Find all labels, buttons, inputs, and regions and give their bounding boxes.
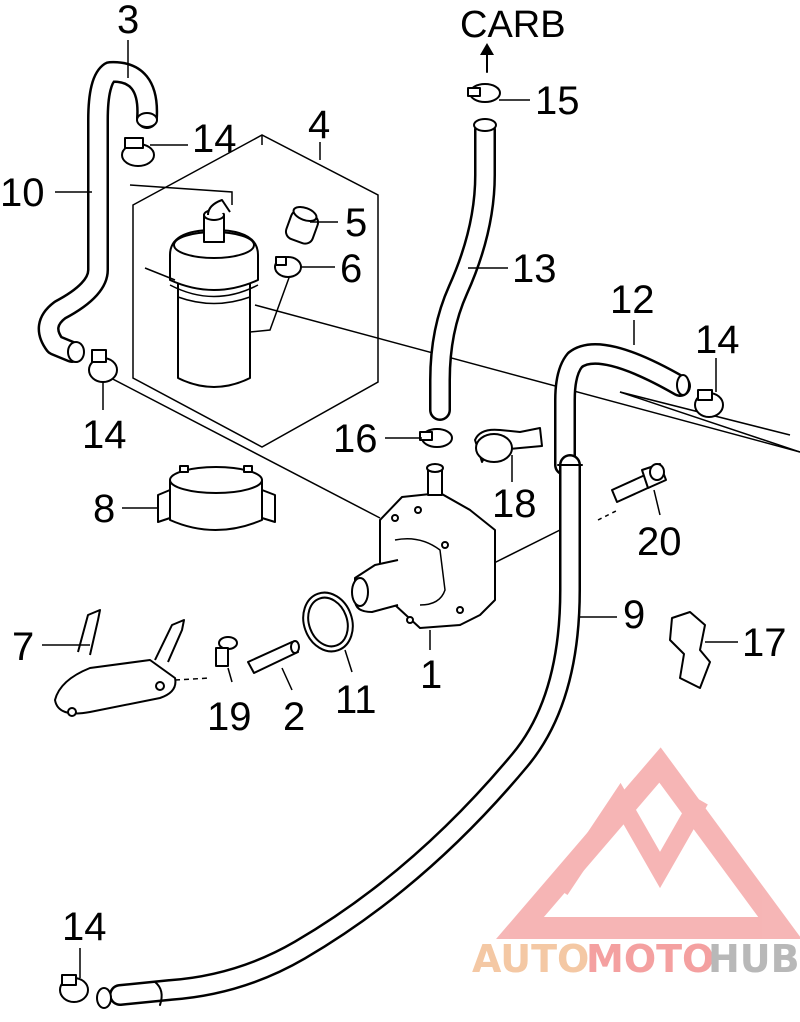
callout-6: 6 xyxy=(340,247,362,291)
callout-8: 8 xyxy=(93,487,115,531)
callout-16: 16 xyxy=(333,417,378,461)
callout-2: 2 xyxy=(283,695,305,739)
hose-13 xyxy=(429,118,497,421)
clip-17 xyxy=(669,611,711,689)
callout-10: 10 xyxy=(0,171,45,215)
fuel-pump xyxy=(351,463,496,629)
callout-14-left: 14 xyxy=(82,413,127,457)
callout-5: 5 xyxy=(345,201,367,245)
o-ring-11 xyxy=(302,591,354,653)
label-carb: CARB xyxy=(460,4,566,46)
watermark-text-hub: HUB xyxy=(708,937,800,981)
callout-4: 4 xyxy=(308,103,330,147)
callout-11: 11 xyxy=(335,678,377,722)
clamp-15 xyxy=(467,83,501,103)
clamp-14-left xyxy=(88,349,118,383)
clamp-14-bottom xyxy=(59,974,89,1003)
hose-10 xyxy=(37,60,159,363)
filter-assembly-outline xyxy=(132,134,379,448)
watermark-logo: AUTO MOTO HUB xyxy=(472,747,800,981)
watermark-text-auto: AUTO xyxy=(472,937,589,981)
callout-9: 9 xyxy=(623,593,645,637)
bolt-19 xyxy=(215,636,238,667)
callout-7: 7 xyxy=(12,625,34,669)
callout-14-top: 14 xyxy=(192,117,237,161)
callout-17: 17 xyxy=(742,621,787,665)
watermark-triangle-mark xyxy=(496,747,800,939)
filter-clamp-6 xyxy=(274,256,302,278)
callout-13: 13 xyxy=(512,247,557,291)
bracket-7 xyxy=(54,609,211,717)
callout-20: 20 xyxy=(637,520,682,564)
callout-15: 15 xyxy=(535,79,580,123)
callout-12: 12 xyxy=(610,278,655,322)
clamp-16 xyxy=(419,428,453,448)
callout-1: 1 xyxy=(420,653,442,697)
callout-18: 18 xyxy=(492,482,537,526)
bolt-20 xyxy=(611,463,667,503)
watermark-text-moto: MOTO xyxy=(586,937,714,981)
fuel-filter xyxy=(169,199,259,388)
clamp-14-right xyxy=(694,389,724,418)
callout-leader-lines xyxy=(42,40,738,978)
bracket-8 xyxy=(157,465,276,531)
pin-2 xyxy=(247,640,300,674)
hose-12-9 xyxy=(96,343,691,1009)
callout-14-bottom: 14 xyxy=(62,905,107,949)
callout-14-right: 14 xyxy=(695,318,740,362)
carb-direction-arrow xyxy=(480,43,494,73)
callout-3: 3 xyxy=(117,0,139,42)
callout-19: 19 xyxy=(207,695,252,739)
filter-hose-5 xyxy=(284,206,320,245)
clamp-14-top xyxy=(121,137,155,167)
clip-18 xyxy=(474,427,543,463)
